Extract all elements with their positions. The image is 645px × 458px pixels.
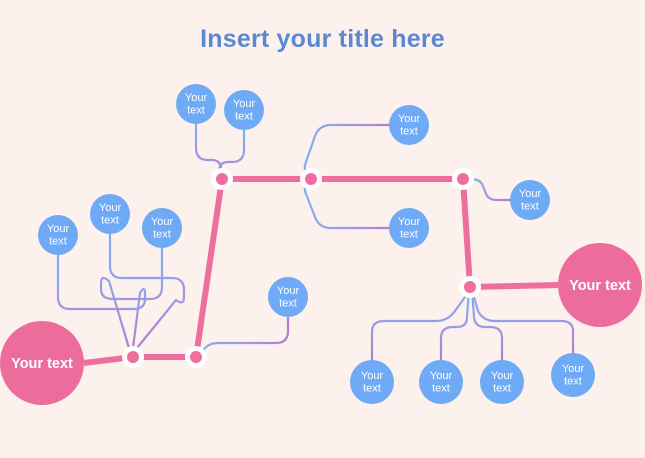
hub-node-bottom-right[interactable] <box>459 276 481 298</box>
main-topic-left[interactable]: Your text <box>0 321 84 405</box>
topic-circle[interactable] <box>389 105 429 145</box>
hub-dot[interactable] <box>127 351 139 363</box>
topic-circle[interactable] <box>389 208 429 248</box>
trunk-lines <box>83 176 561 366</box>
branch-line <box>56 253 147 350</box>
topic-circle[interactable] <box>224 90 264 130</box>
topic-circle[interactable] <box>350 360 394 404</box>
branch-line <box>470 288 575 355</box>
hub-dot[interactable] <box>216 173 228 185</box>
branch-lines <box>56 122 575 362</box>
trunk-segment <box>193 178 225 358</box>
topic-circle[interactable] <box>90 194 130 234</box>
topic-circle[interactable] <box>551 353 595 397</box>
branch-line <box>370 288 472 362</box>
hub-dot[interactable] <box>464 281 476 293</box>
hub-dot[interactable] <box>457 173 469 185</box>
branch-line <box>439 288 471 362</box>
topic-circle[interactable] <box>268 277 308 317</box>
branch-line <box>99 246 164 350</box>
branch-line <box>217 128 246 181</box>
hub-dot[interactable] <box>305 173 317 185</box>
topic-circle[interactable] <box>38 215 78 255</box>
branch-line <box>470 288 504 362</box>
main-topic-circle[interactable] <box>0 321 84 405</box>
main-topic-right[interactable]: Your text <box>558 243 642 327</box>
hub-node-left-a[interactable] <box>122 346 144 368</box>
hub-node-top-c[interactable] <box>452 168 474 190</box>
branch-line <box>194 315 290 359</box>
hub-node-top-a[interactable] <box>211 168 233 190</box>
page-title[interactable]: Insert your title here <box>200 25 445 53</box>
topic-circle[interactable] <box>142 208 182 248</box>
branch-line <box>108 232 186 350</box>
trunk-segment <box>469 282 561 290</box>
hub-dot[interactable] <box>190 351 202 363</box>
trunk-segment <box>460 178 473 288</box>
topic-circle[interactable] <box>419 360 463 404</box>
topic-circle[interactable] <box>176 84 216 124</box>
main-topic-circle[interactable] <box>558 243 642 327</box>
hub-node-top-b[interactable] <box>300 168 322 190</box>
hub-node-left-b[interactable] <box>185 346 207 368</box>
topic-circle[interactable] <box>480 360 524 404</box>
topic-circle[interactable] <box>510 180 550 220</box>
